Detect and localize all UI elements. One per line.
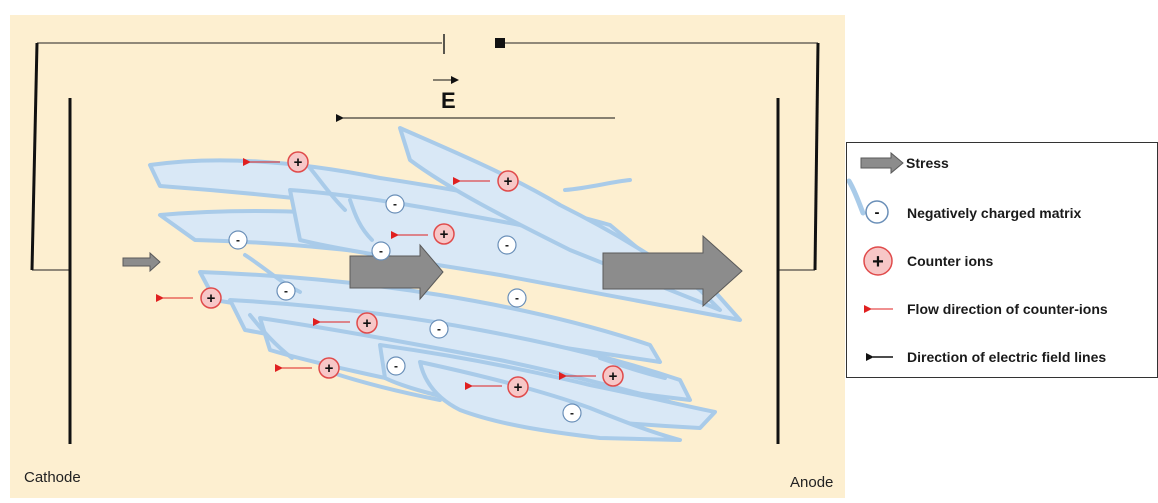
matrix-charge: - xyxy=(276,281,296,301)
svg-text:-: - xyxy=(505,238,509,252)
counter-ion: + xyxy=(356,312,378,334)
svg-text:+: + xyxy=(609,368,618,385)
counter-ion-flow-arrows xyxy=(156,158,596,390)
counter-ion: + xyxy=(497,170,519,192)
stress-arrows xyxy=(122,234,743,308)
matrix-charge: - xyxy=(371,241,391,261)
counter-ions: + + + + + + + + xyxy=(200,151,624,398)
negative-charge-legend-icon: - xyxy=(865,200,889,224)
legend-flow-label: Flow direction of counter-ions xyxy=(907,301,1108,317)
counter-ion: + xyxy=(433,223,455,245)
stress-arrow-large xyxy=(602,234,743,308)
svg-text:-: - xyxy=(379,244,383,258)
stress-arrow-medium xyxy=(349,243,444,301)
svg-text:+: + xyxy=(872,251,884,273)
svg-text:+: + xyxy=(207,290,216,307)
svg-text:-: - xyxy=(875,204,880,221)
cathode-label: Cathode xyxy=(24,469,81,486)
svg-text:+: + xyxy=(440,226,449,243)
circuit-wire-thick-ends xyxy=(30,42,820,271)
legend-field-lines-label: Direction of electric field lines xyxy=(907,349,1107,365)
svg-text:+: + xyxy=(514,379,523,396)
matrix-charge: - xyxy=(562,403,582,423)
matrix-charge: - xyxy=(386,356,406,376)
counter-ion-legend-icon: + xyxy=(863,246,893,276)
matrix-charge: - xyxy=(385,194,405,214)
legend-counter-ions-label: Counter ions xyxy=(907,253,994,269)
svg-text:-: - xyxy=(394,359,398,373)
matrix-charge: - xyxy=(429,319,449,339)
stress-legend-icon xyxy=(860,151,904,175)
anode-label: Anode xyxy=(790,474,834,491)
matrix-charges: - - - - - - - - - xyxy=(228,194,582,423)
svg-text:-: - xyxy=(437,322,441,336)
counter-ion: + xyxy=(507,376,529,398)
counter-ion: + xyxy=(602,365,624,387)
svg-text:-: - xyxy=(393,197,397,211)
legend: - + Stress Negatively charged matrix Cou… xyxy=(846,142,1158,378)
legend-stress-label: Stress xyxy=(906,155,949,171)
counter-ion: + xyxy=(287,151,309,173)
fiber-legend-icon xyxy=(847,178,866,216)
svg-text:+: + xyxy=(363,315,372,332)
matrix-charge: - xyxy=(507,288,527,308)
matrix-charge: - xyxy=(228,230,248,250)
svg-text:-: - xyxy=(236,233,240,247)
matrix-fiber-branches xyxy=(243,166,667,402)
battery-symbol xyxy=(443,34,505,54)
svg-text:-: - xyxy=(570,406,574,420)
svg-text:+: + xyxy=(294,154,303,171)
electric-field-label: E xyxy=(441,88,456,113)
matrix-charge: - xyxy=(497,235,517,255)
svg-text:+: + xyxy=(504,173,513,190)
counter-ion: + xyxy=(318,357,340,379)
stress-arrow-small xyxy=(122,251,161,273)
svg-text:-: - xyxy=(284,284,288,298)
svg-text:-: - xyxy=(515,291,519,305)
counter-ion: + xyxy=(200,287,222,309)
svg-text:+: + xyxy=(325,360,334,377)
legend-matrix-label: Negatively charged matrix xyxy=(907,205,1082,221)
